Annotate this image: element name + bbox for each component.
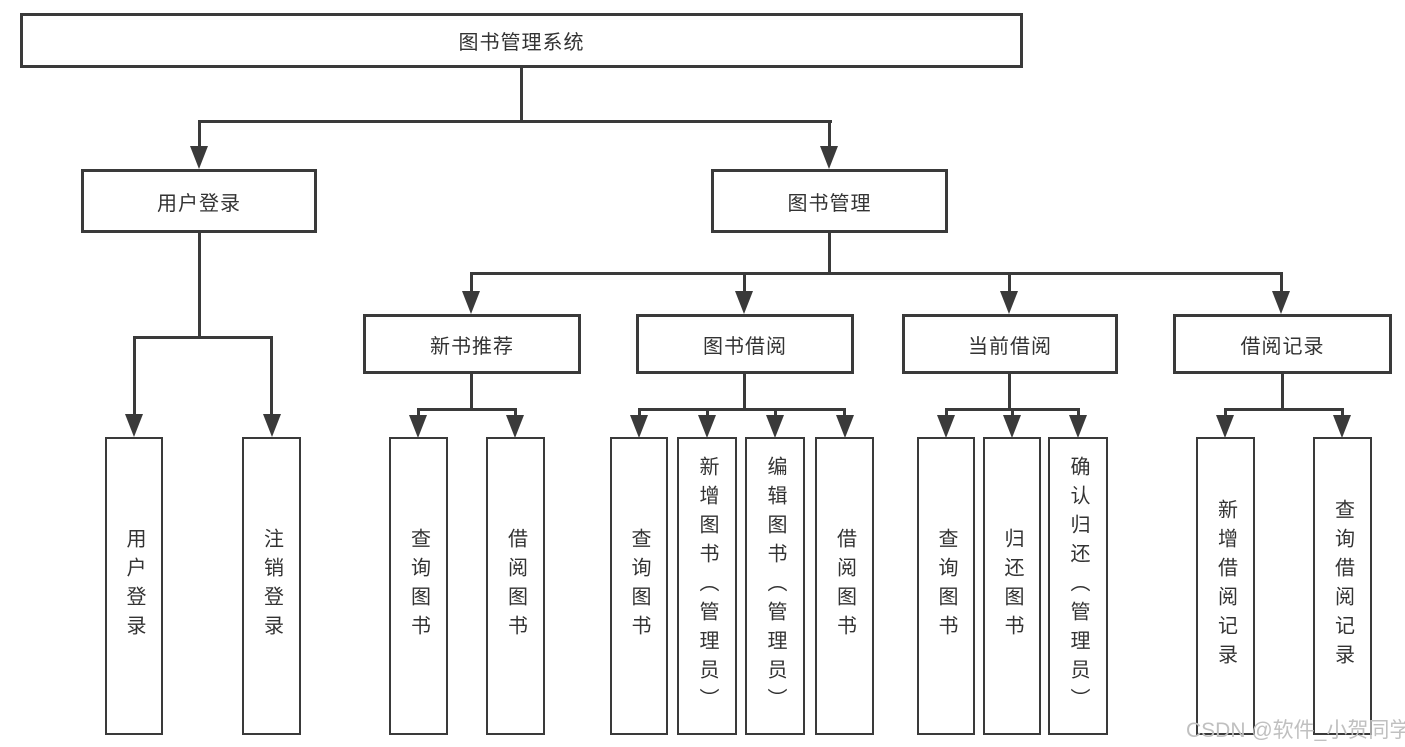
connector-line [1008, 272, 1011, 295]
connector-line [133, 336, 273, 339]
connector-line [1077, 408, 1080, 418]
node-label: 图书管理 [787, 192, 872, 215]
connector-line [198, 233, 201, 336]
connector-line [743, 272, 746, 295]
arrow-down-icon [263, 414, 281, 437]
arrow-down-icon [836, 415, 854, 438]
connector-line [270, 336, 273, 416]
connector-line [198, 120, 201, 148]
arrow-down-icon [630, 415, 648, 438]
connector-line [470, 272, 473, 295]
node-label: 归还图书 [1001, 528, 1023, 644]
node-label: 查询图书 [628, 528, 650, 644]
arrow-down-icon [506, 415, 524, 438]
node-new-book-recommend: 新书推荐 [363, 314, 581, 374]
leaf-edit-book-admin: 编辑图书（管理员） [745, 437, 805, 735]
arrow-down-icon [409, 415, 427, 438]
node-label: 借阅记录 [1240, 335, 1325, 358]
node-label: 查询借阅记录 [1331, 499, 1354, 673]
connector-line [828, 233, 831, 272]
leaf-query-book-recommend: 查询图书 [389, 437, 448, 735]
connector-line [638, 408, 641, 418]
arrow-down-icon [820, 146, 838, 169]
connector-line [1341, 408, 1344, 418]
node-label: 查询图书 [407, 528, 430, 644]
connector-line [1008, 374, 1011, 408]
arrow-down-icon [190, 146, 208, 169]
csdn-watermark: CSDN @软件_小贺同学 [1186, 719, 1405, 742]
connector-line [1281, 374, 1284, 408]
node-label: 用户登录 [123, 528, 145, 644]
connector-line [774, 408, 777, 418]
connector-line [1224, 408, 1343, 411]
connector-line [470, 374, 473, 408]
connector-line [706, 408, 709, 418]
node-current-borrowing: 当前借阅 [902, 314, 1118, 374]
node-label: 当前借阅 [968, 335, 1052, 358]
arrow-down-icon [1069, 415, 1087, 438]
leaf-user-login: 用户登录 [105, 437, 163, 735]
arrow-down-icon [462, 291, 480, 314]
arrow-down-icon [698, 415, 716, 438]
leaf-query-borrow-record: 查询借阅记录 [1313, 437, 1372, 735]
node-label: 查询图书 [935, 528, 957, 644]
node-label: 新增图书（管理员） [696, 455, 718, 717]
node-label: 新书推荐 [430, 335, 514, 358]
arrow-down-icon [937, 415, 955, 438]
arrow-down-icon [1216, 415, 1234, 438]
node-label: 图书借阅 [703, 335, 787, 358]
arrow-down-icon [766, 415, 784, 438]
connector-line [417, 408, 420, 418]
node-label: 新增借阅记录 [1214, 499, 1237, 673]
connector-line [470, 272, 1282, 275]
leaf-query-book-borrowing: 查询图书 [610, 437, 668, 735]
leaf-add-borrow-record: 新增借阅记录 [1196, 437, 1255, 735]
arrow-down-icon [1272, 291, 1290, 314]
connector-line [520, 68, 523, 120]
connector-line [133, 336, 136, 416]
arrow-down-icon [1000, 291, 1018, 314]
node-book-management: 图书管理 [711, 169, 948, 233]
node-library-management-system: 图书管理系统 [20, 13, 1023, 68]
connector-line [514, 408, 517, 418]
leaf-query-book-current: 查询图书 [917, 437, 975, 735]
node-borrow-records: 借阅记录 [1173, 314, 1392, 374]
connector-line [417, 408, 517, 411]
connector-line [743, 374, 746, 408]
arrow-down-icon [735, 291, 753, 314]
leaf-borrow-book-borrowing: 借阅图书 [815, 437, 874, 735]
connector-line [1011, 408, 1014, 418]
node-label: 确认归还（管理员） [1067, 455, 1089, 717]
node-label: 编辑图书（管理员） [764, 455, 786, 717]
node-user-login: 用户登录 [81, 169, 317, 233]
arrow-down-icon [125, 414, 143, 437]
connector-line [638, 408, 845, 411]
connector-line [1280, 272, 1283, 295]
node-label: 借阅图书 [504, 528, 527, 644]
node-label: 图书管理系统 [458, 32, 585, 54]
node-label: 借阅图书 [833, 528, 856, 644]
node-label: 用户登录 [157, 192, 241, 215]
arrow-down-icon [1003, 415, 1021, 438]
node-book-borrowing: 图书借阅 [636, 314, 854, 374]
leaf-add-book-admin: 新增图书（管理员） [677, 437, 737, 735]
connector-line [945, 408, 948, 418]
leaf-confirm-return-admin: 确认归还（管理员） [1048, 437, 1108, 735]
arrow-down-icon [1333, 415, 1351, 438]
leaf-borrow-book-recommend: 借阅图书 [486, 437, 545, 735]
leaf-return-book: 归还图书 [983, 437, 1041, 735]
connector-line [1224, 408, 1227, 418]
leaf-logout: 注销登录 [242, 437, 301, 735]
node-label: 注销登录 [260, 528, 283, 644]
connector-line [198, 120, 832, 123]
connector-line [843, 408, 846, 418]
connector-line [828, 120, 831, 148]
